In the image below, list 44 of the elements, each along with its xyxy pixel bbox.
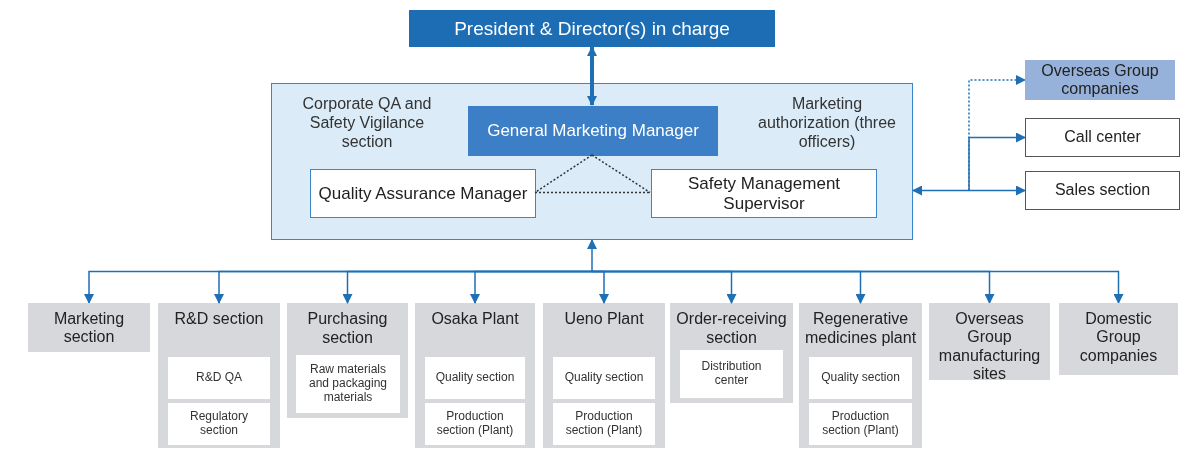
subsection-box: Regulatory section [168,403,270,445]
subsection-box: Production section (Plant) [809,403,912,445]
arrow [587,239,597,273]
section-heading: R&D section [173,309,265,329]
section-box [158,303,280,448]
section-box [415,303,535,448]
section-box: Sales section [1025,171,1180,210]
subsection-box: Production section (Plant) [425,403,525,445]
manager-box: Quality Assurance Manager [310,169,536,218]
section-box: Overseas Group manufacturing sites [929,303,1050,380]
section-box [543,303,665,448]
section-box [287,303,408,418]
section-box: Marketing section [28,303,150,352]
arrow [470,270,593,304]
arrow [968,132,1026,192]
group-companies-box: Overseas Group companies [1025,60,1175,100]
subsection-box: Distribution center [680,350,783,398]
section-heading: Regenerative medicines plant [803,309,918,348]
subsection-box: Production section (Plant) [553,403,655,445]
section-heading: Marketing authorization (three officers) [757,94,897,152]
subsection-box: Quality section [425,357,525,399]
connector-line [534,154,593,194]
subsection-box: Quality section [553,357,655,399]
department-panel [271,83,913,240]
section-heading: Purchasing section [306,309,389,348]
arrow [912,185,970,196]
section-heading: Ueno Plant [563,309,645,329]
connector-line [591,154,651,194]
section-heading: Osaka Plant [430,309,520,329]
arrow [591,270,1124,304]
manager-box: General Marketing Manager [468,106,718,156]
section-box: Call center [1025,118,1180,157]
subsection-box: R&D QA [168,357,270,399]
section-box [799,303,922,448]
section-box: Domestic Group companies [1059,303,1178,375]
arrow [968,185,1026,196]
section-box [670,303,793,403]
section-heading: Corporate QA and Safety Vigilance section [301,94,433,152]
title-box: President & Director(s) in charge [409,10,775,47]
section-heading: Order-receiving section [675,309,788,348]
arrow [587,46,597,106]
subsection-box: Quality section [809,357,912,399]
manager-box: Safety Management Supervisor [651,169,877,218]
subsection-box: Raw materials and packaging materials [296,355,400,413]
